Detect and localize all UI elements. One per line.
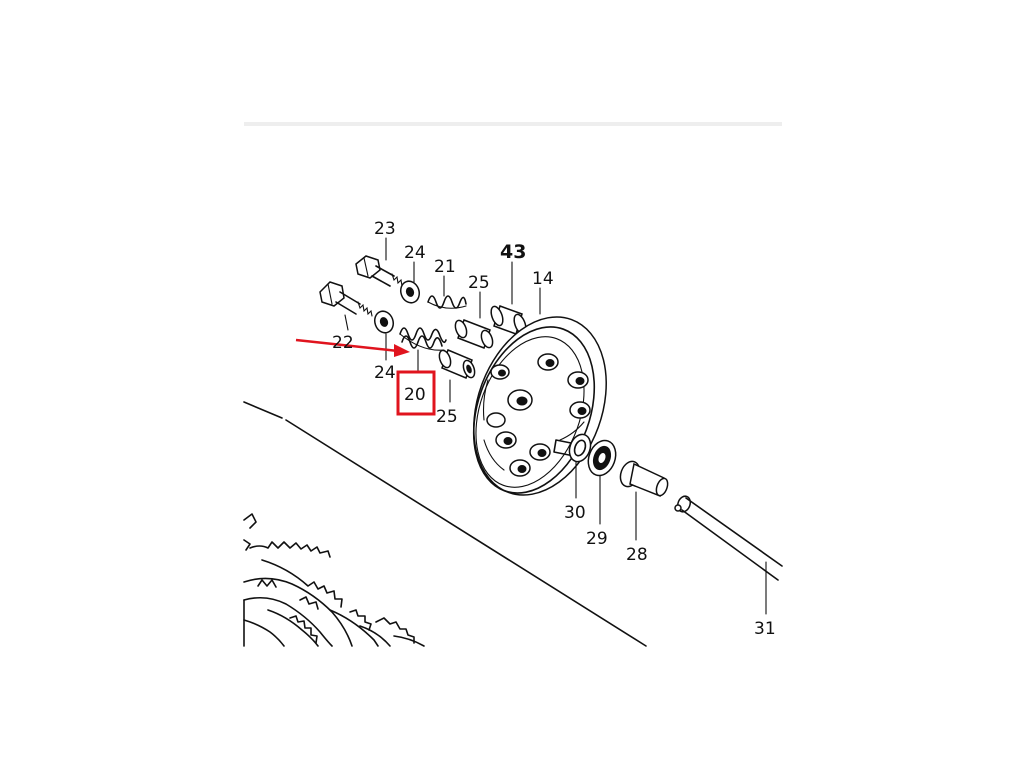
label-14: 14 — [532, 269, 554, 289]
highlight-arrow — [295, 338, 410, 357]
label-31: 31 — [754, 619, 776, 639]
label-22: 22 — [332, 333, 354, 353]
clutch-plates — [243, 513, 425, 647]
housing-edge-line — [243, 401, 647, 647]
label-23: 23 — [374, 219, 396, 239]
label-20: 20 — [404, 385, 426, 405]
label-30: 30 — [564, 503, 586, 523]
label-25-upper: 25 — [468, 273, 490, 293]
label-21: 21 — [434, 257, 456, 277]
leader-lines — [344, 237, 767, 615]
label-24-lower: 24 — [374, 363, 396, 383]
bearing-29 — [587, 439, 617, 477]
label-28: 28 — [626, 545, 648, 565]
pin-25-upper — [454, 319, 494, 349]
push-rod-31 — [674, 495, 783, 581]
spring-21 — [427, 295, 467, 309]
label-24-upper: 24 — [404, 243, 426, 263]
spring-20 — [399, 327, 447, 351]
label-43: 43 — [500, 241, 526, 263]
bolt-23 — [355, 255, 407, 289]
top-frame-line — [244, 122, 782, 126]
washer-24-upper — [399, 280, 421, 304]
highlight-box — [396, 370, 436, 416]
pin-25-lower — [438, 348, 476, 380]
washer-24-lower — [373, 310, 395, 334]
label-29: 29 — [586, 529, 608, 549]
pin-43 — [490, 305, 527, 335]
bolt-22 — [319, 281, 373, 317]
bearing-30 — [568, 433, 592, 463]
label-25-lower: 25 — [436, 407, 458, 427]
release-rod-28 — [619, 460, 669, 498]
